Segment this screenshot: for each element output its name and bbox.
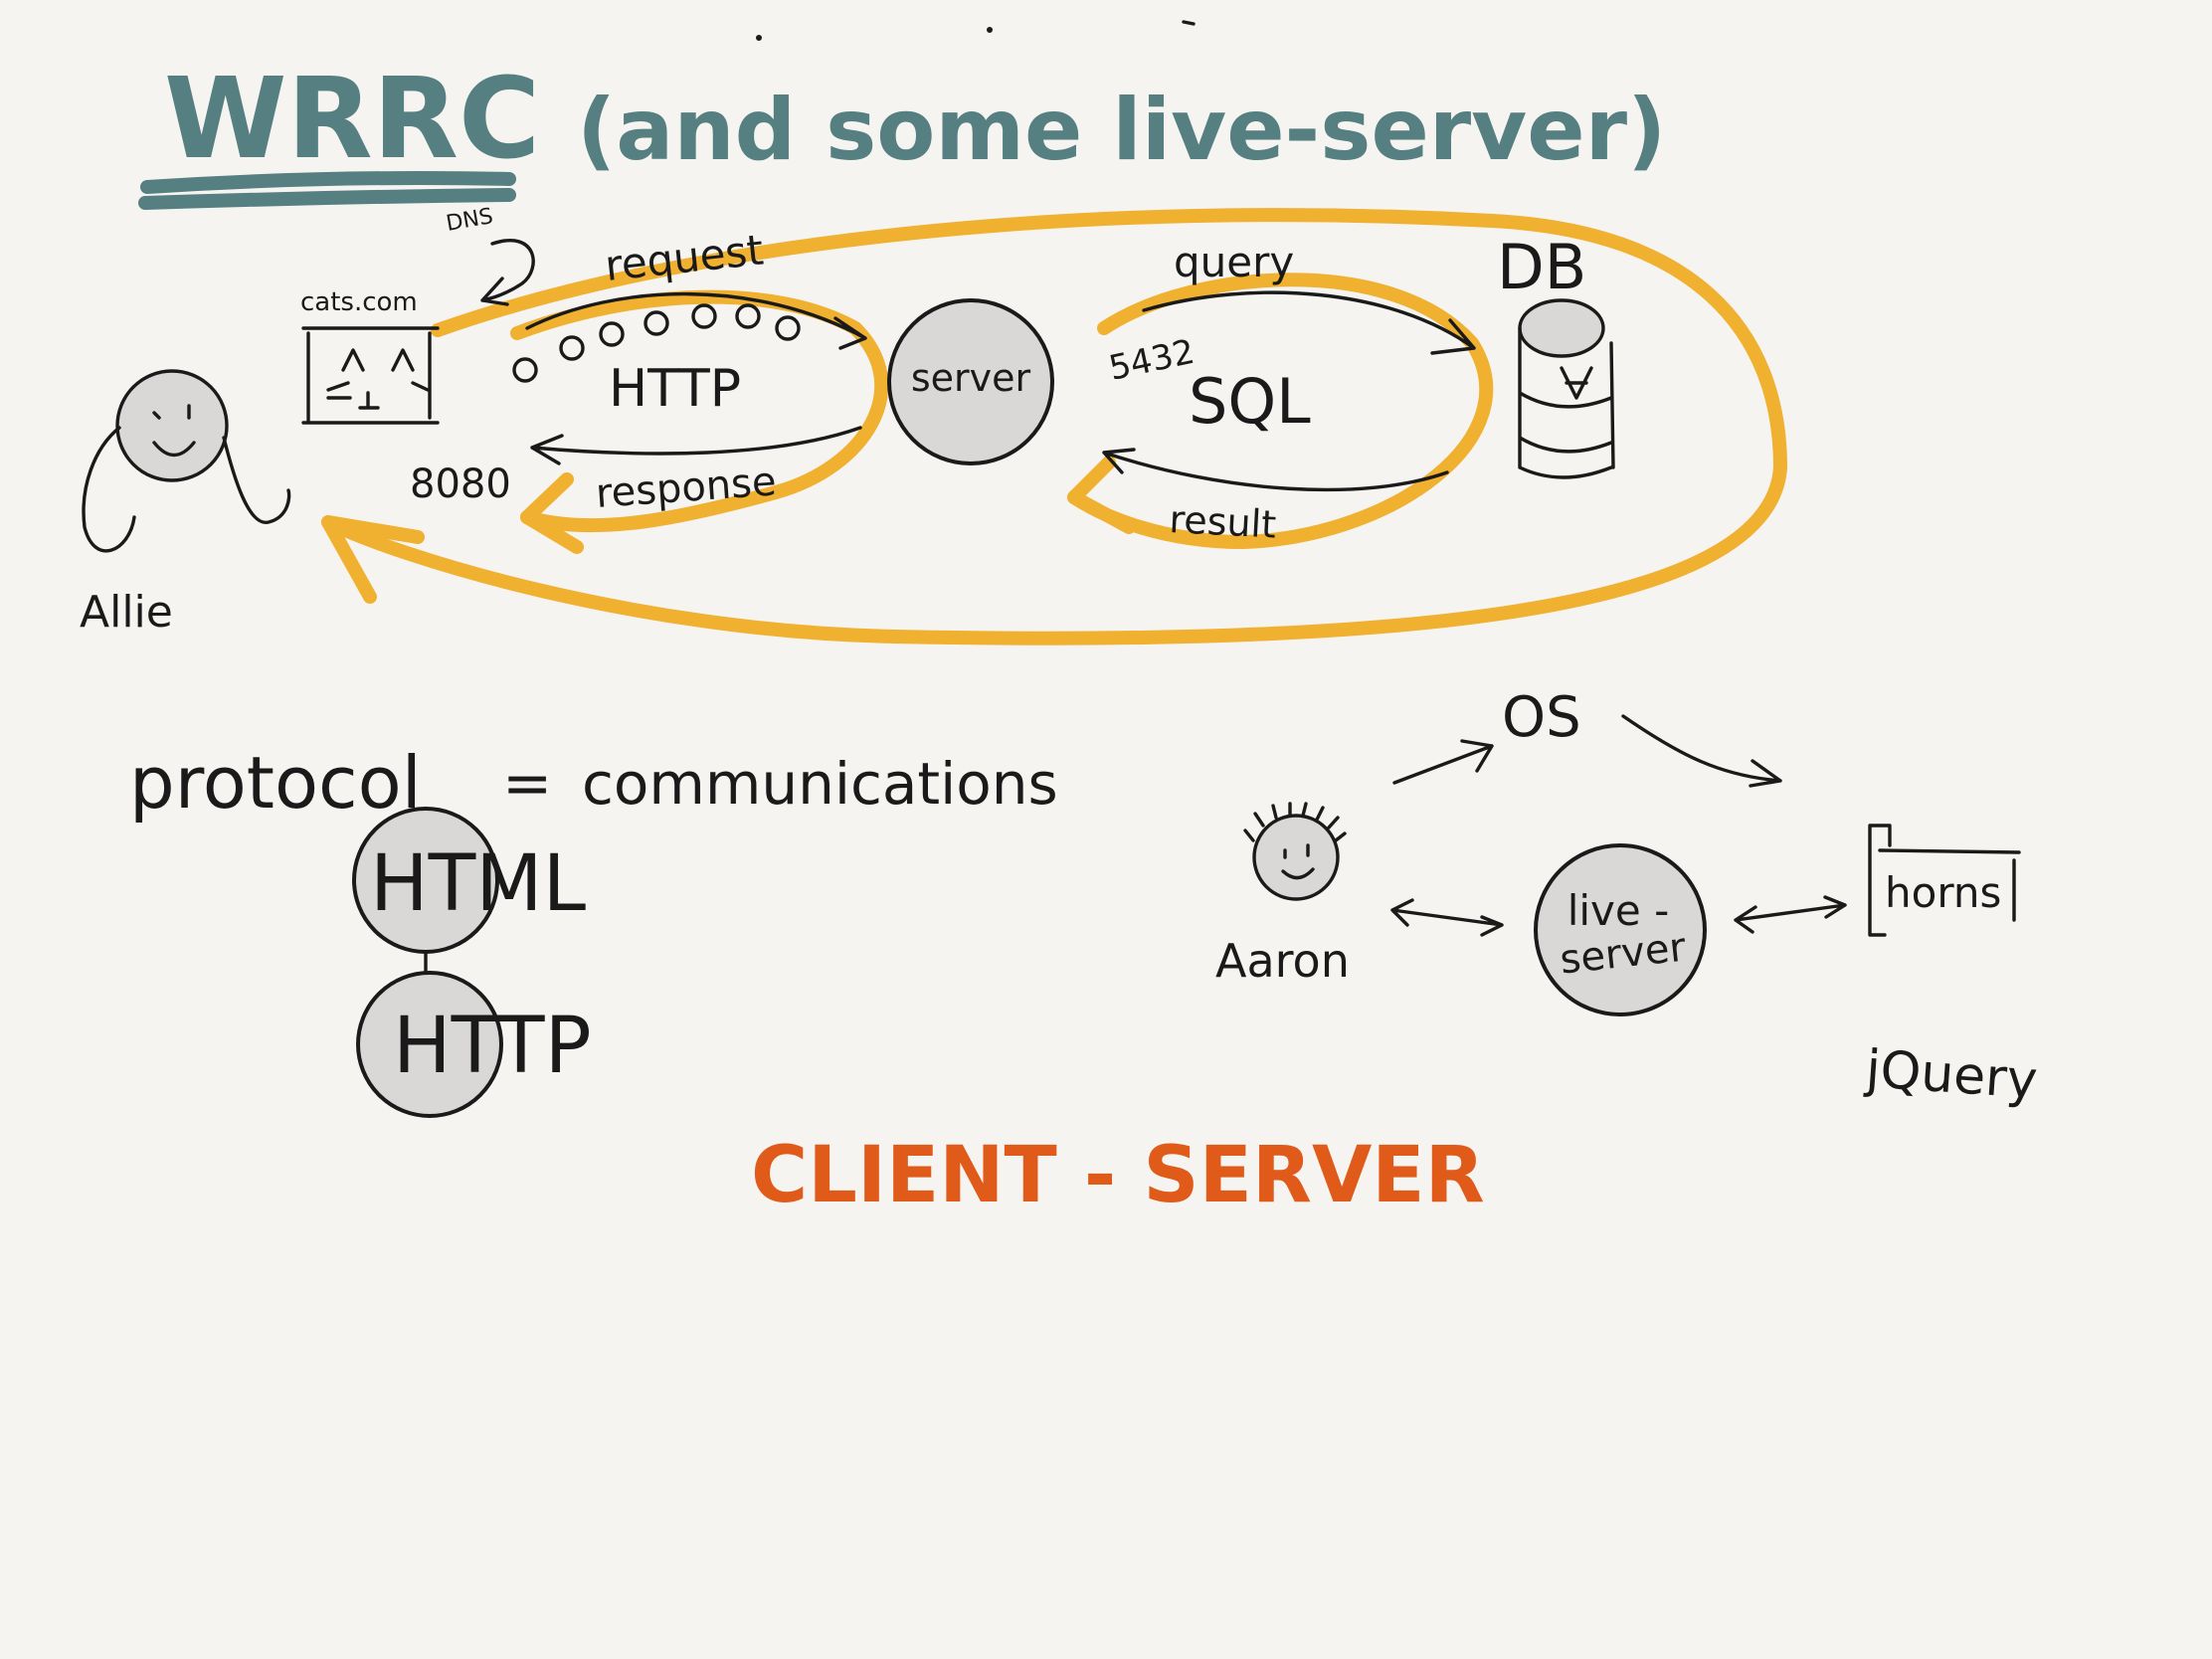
aaron-label: Aaron <box>1215 934 1350 988</box>
packet-dot <box>735 303 761 329</box>
stray-marks <box>756 20 1196 41</box>
dns-lookup-arrow <box>480 239 535 306</box>
protocol-word: protocol <box>129 741 422 825</box>
horns-page: horns <box>1868 824 2021 937</box>
query-label: query <box>1174 238 1294 286</box>
protocol-section: protocol = communications HTML HTTP <box>129 741 1058 1118</box>
db-port-label: 5432 <box>1106 332 1198 389</box>
protocol-definition: communications <box>582 750 1058 818</box>
user-aaron: Aaron <box>1215 802 1350 988</box>
port-8080-label: 8080 <box>410 461 511 507</box>
sql-label: SQL <box>1189 365 1311 438</box>
live-server-node <box>1534 843 1707 1016</box>
live-server-label-1: live - <box>1567 886 1670 935</box>
packet-dot <box>512 357 538 383</box>
request-arrow <box>525 291 867 350</box>
packet-dot <box>559 335 585 361</box>
page-frame-icon <box>1868 824 2021 937</box>
http-stack-label: HTTP <box>393 1002 592 1091</box>
query-arrow <box>1142 290 1476 355</box>
title-main: WRRC <box>164 55 540 184</box>
sql-loop-arrow <box>1067 273 1494 549</box>
os-out-arrow <box>1621 714 1782 788</box>
title-subtitle: (and some live-server) <box>577 81 1666 180</box>
http-label: HTTP <box>609 359 741 419</box>
outer-loop-arrowhead <box>321 515 425 604</box>
packet-dot <box>644 310 669 336</box>
packet-dot <box>691 303 717 329</box>
html-label: HTML <box>370 839 587 929</box>
wrrc-diagram: Allie cats.com DNS request HTTP 8080 res… <box>80 204 1787 645</box>
http-loop-arrowhead <box>520 472 584 554</box>
response-label: response <box>594 459 777 517</box>
server-label: server <box>911 356 1031 400</box>
aaron-live-server-arrow <box>1390 898 1504 937</box>
title-group: WRRC (and some live-server) <box>138 55 1666 210</box>
horns-label: horns <box>1885 868 2001 917</box>
allie-hair-left <box>82 426 136 553</box>
website-label: cats.com <box>300 287 418 317</box>
packet-dot <box>599 321 625 347</box>
browser-window-icon <box>301 326 440 425</box>
result-arrow <box>1102 448 1449 492</box>
title-underline <box>140 171 516 194</box>
response-arrow <box>530 426 862 465</box>
aaron-smile-icon <box>1281 843 1315 880</box>
http-node <box>356 971 503 1118</box>
aaron-hair-icon <box>1243 802 1347 842</box>
protocol-equals: = <box>502 749 552 819</box>
allie-label: Allie <box>80 587 173 638</box>
packet-dots <box>512 303 801 383</box>
db-label: DB <box>1497 231 1586 303</box>
website-cats-com: cats.com <box>300 287 440 425</box>
sql-loop-arrowhead <box>1067 456 1136 534</box>
allie-smile-icon <box>152 404 196 458</box>
result-label: result <box>1169 497 1278 547</box>
outer-loop-arrow <box>321 208 1787 645</box>
request-label: request <box>603 226 766 290</box>
user-allie: Allie <box>80 369 291 638</box>
title-underline-2 <box>138 188 516 210</box>
allie-face-icon <box>115 369 229 482</box>
server-node <box>887 298 1054 465</box>
client-server-tagline: CLIENT - SERVER <box>751 1131 1485 1220</box>
cat-face-icon <box>326 348 430 410</box>
aaron-face-icon <box>1252 814 1340 901</box>
packet-dot <box>775 315 801 341</box>
http-loop-arrow <box>510 289 889 533</box>
database-icon <box>1518 298 1615 479</box>
allie-hair-right <box>222 436 291 524</box>
os-label: OS <box>1502 685 1581 750</box>
live-server-diagram: Aaron OS live - server horns jQuery <box>1215 685 2039 1111</box>
live-server-page-arrow <box>1734 895 1847 934</box>
dns-label: DNS <box>445 204 495 237</box>
jquery-label: jQuery <box>1863 1039 2039 1111</box>
os-in-arrow <box>1392 739 1494 785</box>
